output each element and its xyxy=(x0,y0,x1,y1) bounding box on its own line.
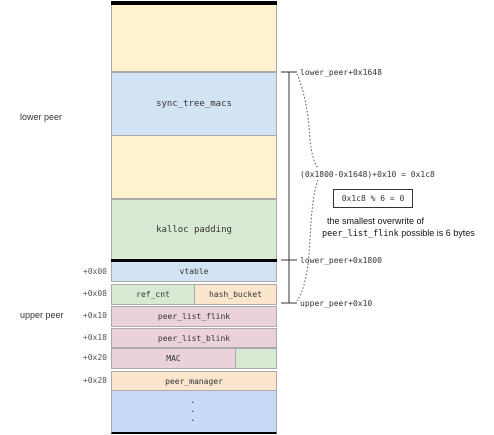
dotted-connector-bottom xyxy=(296,179,319,302)
note-line-2: peer_list_flink possible is 6 bytes xyxy=(322,228,475,239)
peer-list-blink-label: peer_list_blink xyxy=(157,333,231,343)
offset-0x08: +0x08 xyxy=(82,289,107,298)
ellipsis-dot-3: . xyxy=(190,414,196,424)
sync-tree-macs-label: sync_tree_macs xyxy=(156,99,232,109)
dotted-connector-top xyxy=(296,73,319,169)
remaining-fields-block: . . . xyxy=(111,391,277,434)
upper-peer-label: upper peer xyxy=(20,310,64,320)
note-rest: possible is 6 bytes xyxy=(398,228,475,238)
modulo-label: 0x1c8 % 6 = 0 xyxy=(341,194,405,203)
offset-0x00: +0x00 xyxy=(82,267,107,276)
peer-list-blink-field: peer_list_blink xyxy=(111,328,277,348)
ellipsis-dot-2: . xyxy=(190,405,196,415)
ref-cnt-label: ref_cnt xyxy=(136,290,170,299)
lower-peer-block-2 xyxy=(111,136,277,199)
sync-tree-macs-block: sync_tree_macs xyxy=(111,72,277,136)
note-code: peer_list_flink xyxy=(322,229,399,239)
peer-boundary-line xyxy=(111,259,277,262)
lower-peer-1800-label: lower_peer+0x1800 xyxy=(300,256,382,265)
hash-bucket-field: hash_bucket xyxy=(194,284,277,305)
vtable-label: vtable xyxy=(179,267,209,276)
offset-0x10: +0x10 xyxy=(82,311,107,320)
vtable-field: vtable xyxy=(111,262,277,282)
mac-field: MAC xyxy=(111,348,236,369)
ellipsis-dot-1: . xyxy=(190,396,196,406)
lower-peer-1648-label: lower_peer+0x1648 xyxy=(300,68,382,77)
offset-0x20: +0x20 xyxy=(82,353,107,362)
top-boundary-line xyxy=(111,1,277,5)
offset-0x28: +0x28 xyxy=(82,376,107,385)
note-line-1: the smallest overwrite of xyxy=(327,216,425,226)
mac-label: MAC xyxy=(166,354,181,363)
calculation-label: (0x1800-0x1648)+0x10 = 0x1c8 xyxy=(300,170,435,179)
upper-peer-10-label: upper_peer+0x10 xyxy=(300,299,373,308)
peer-manager-label: peer_manager xyxy=(165,376,223,386)
peer-list-flink-label: peer_list_flink xyxy=(157,312,231,321)
lower-peer-label: lower peer xyxy=(20,112,63,122)
mac-padding-field xyxy=(235,348,277,369)
kalloc-padding-label: kalloc padding xyxy=(156,224,232,235)
hash-bucket-label: hash_bucket xyxy=(209,290,262,299)
offset-0x18: +0x18 xyxy=(82,333,107,342)
peer-manager-field: peer_manager xyxy=(111,371,277,391)
peer-list-flink-field: peer_list_flink xyxy=(111,306,277,327)
lower-peer-block-1 xyxy=(111,5,277,72)
ref-cnt-field: ref_cnt xyxy=(111,284,195,305)
modulo-box: 0x1c8 % 6 = 0 xyxy=(333,189,413,208)
